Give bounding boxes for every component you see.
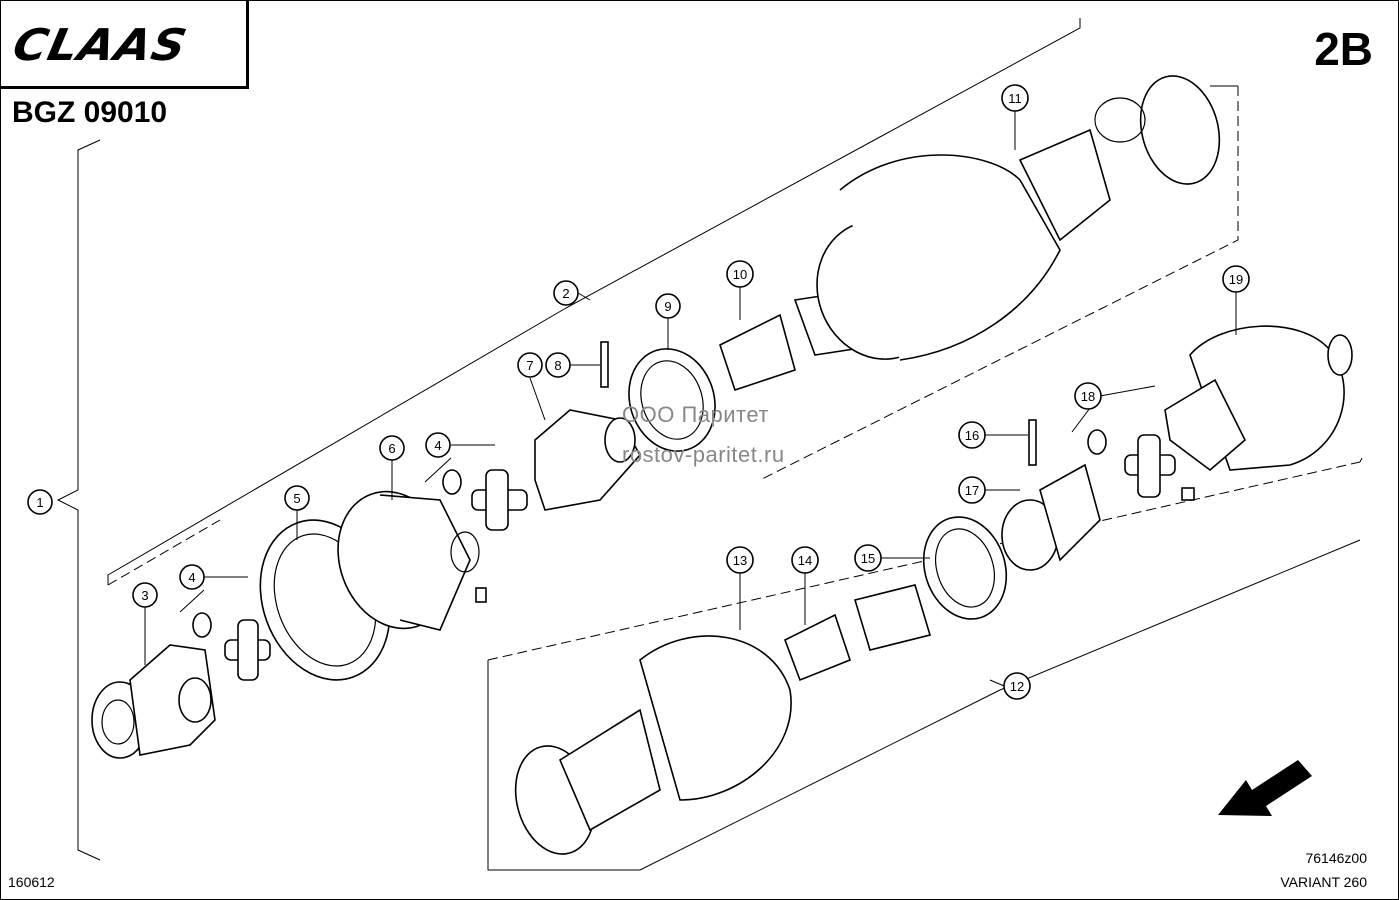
callout-11-label: 11 [1008,91,1022,106]
callout-4a: 4 [179,564,248,613]
document-code: BGZ 09010 [12,96,168,129]
callout-1-label: 1 [36,495,43,510]
callout-15: 15 [854,544,930,572]
callout-4a-label: 4 [188,570,195,585]
page-label: 2B [1314,23,1373,75]
drawing-reference: 76146z00 [1305,850,1367,866]
callout-14: 14 [791,546,819,625]
callout-5: 5 [284,485,310,540]
part-14-profile-tube [783,584,932,682]
part-11-guard-cone [816,75,1221,361]
callout-4b-label: 4 [434,438,441,453]
callout-4b: 4 [424,432,495,483]
callout-2-label: 2 [562,286,569,301]
callout-7: 7 [517,352,546,421]
part-9-ring [628,348,716,452]
part-18-cross [1087,429,1195,501]
assembly-2-outline [107,18,1239,586]
callout-16-label: 16 [965,428,979,443]
date-code: 160612 [8,874,55,890]
callout-13-label: 13 [733,553,747,568]
callout-5-label: 5 [293,491,300,506]
watermark-company: ООО Паритет [622,402,769,427]
callout-11: 11 [1001,84,1029,150]
callout-15-label: 15 [861,551,875,566]
callout-9-label: 9 [664,299,671,314]
callout-3: 3 [132,582,158,665]
part-3-yoke [91,644,216,759]
callout-13: 13 [726,546,754,630]
callout-10-label: 10 [733,267,747,282]
callout-1: 1 [27,489,53,515]
callout-9: 9 [655,293,681,350]
callout-18: 18 [1071,382,1156,433]
callout-18-label: 18 [1081,389,1095,404]
part-17-yoke [1001,463,1101,571]
part-13-guard-cone [514,635,792,855]
part-7-yoke [534,409,641,511]
assembly-12-outline [487,457,1363,871]
callout-12-label: 12 [1010,679,1024,694]
callout-6-label: 6 [388,441,395,456]
callout-6: 6 [379,435,405,500]
watermark-site: rostov-paritet.ru [622,442,785,467]
callout-7-label: 7 [526,358,533,373]
callout-16: 16 [958,421,1028,449]
bracket-item-1 [56,139,101,861]
part-4-cross-left [192,612,271,681]
callout-17: 17 [958,476,1020,504]
callout-8: 8 [545,352,600,378]
model-name: VARIANT 260 [1280,874,1367,890]
callout-10: 10 [726,260,754,320]
part-16-pin [1028,419,1037,466]
part-19-clutch [1164,325,1353,472]
direction-arrow [1218,760,1312,816]
callout-12: 12 [989,672,1031,700]
part-15-ring [922,516,1008,620]
callout-8-label: 8 [554,358,561,373]
callout-3-label: 3 [141,588,148,603]
callout-2: 2 [553,280,591,306]
logo-box: CLAAS [0,0,249,89]
part-8-pin [600,341,609,388]
callout-19-label: 19 [1229,272,1243,287]
part-6-housing [337,490,487,631]
callout-14-label: 14 [798,553,812,568]
callout-19: 19 [1222,265,1250,335]
part-4-cross-right [442,469,528,531]
callout-17-label: 17 [965,483,979,498]
